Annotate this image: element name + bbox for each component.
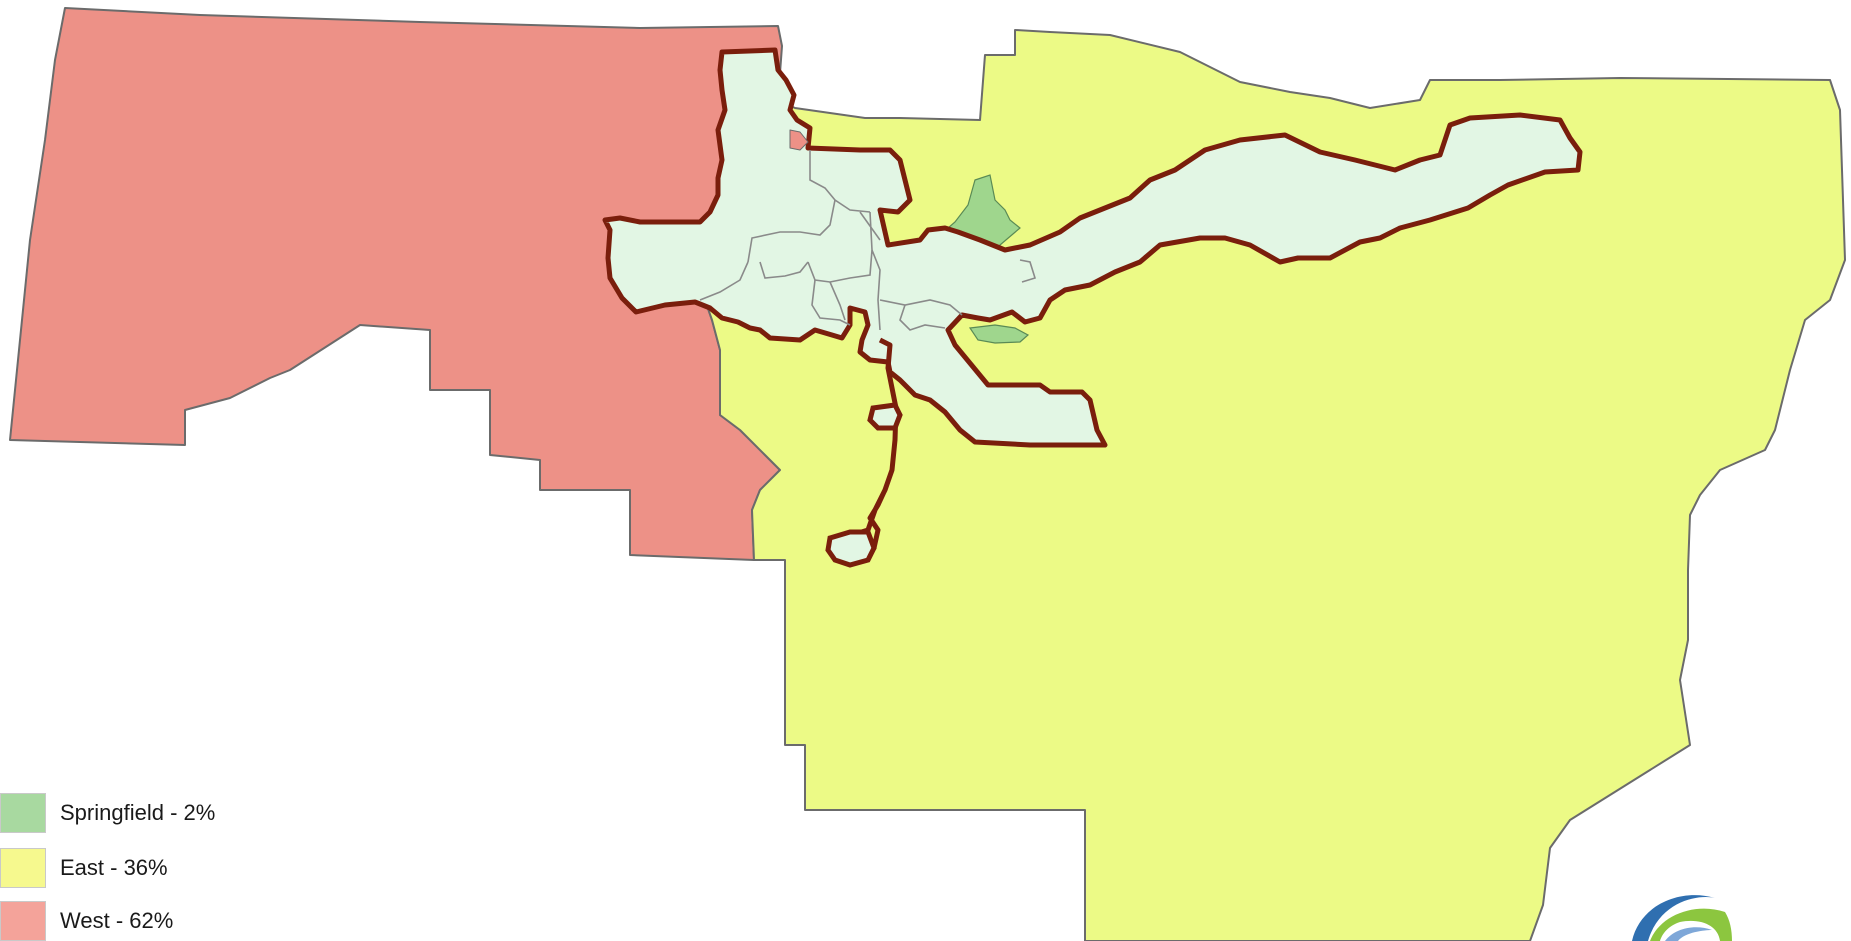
legend-label-springfield: Springfield - 2% [60,800,216,825]
springfield-south-area [968,324,1030,344]
legend-swatch-east [0,848,46,888]
district-lines [699,150,1037,331]
legend-label-west: West - 62% [60,908,174,933]
legend-item-west: West - 62% [0,900,173,941]
legend-swatch-west [0,901,46,941]
boundary-south-island [825,529,877,568]
legend-label-east: East - 36% [60,855,168,880]
urban-growth-boundary [602,47,1583,448]
boundary-small-loop [867,402,903,431]
legend-item-east: East - 36% [0,847,168,889]
legend-item-springfield: Springfield - 2% [0,792,215,834]
agency-swoosh-logo-icon [1632,895,1732,941]
legend-swatch-springfield [0,793,46,833]
west-sliver [789,129,809,151]
